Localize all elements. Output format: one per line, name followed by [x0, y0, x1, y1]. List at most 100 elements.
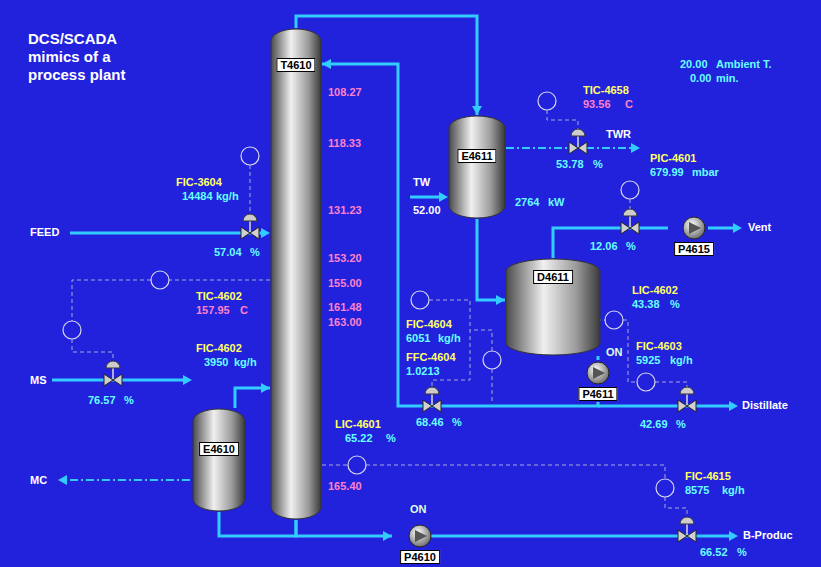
process-value: %: [626, 240, 636, 252]
diagram-graphic: [470, 330, 492, 351]
pump-symbol: P4611: [570, 360, 626, 402]
vessel-body: [506, 259, 600, 355]
diagram-graphic: [411, 291, 429, 309]
vessel-symbol: D4611: [505, 258, 601, 356]
process-value: 12.06: [590, 240, 618, 252]
pump-impeller: [593, 367, 605, 379]
process-line: [598, 356, 599, 360]
diagram-graphic: [366, 465, 665, 479]
process-pipe: [235, 388, 270, 408]
process-value: kg/h: [670, 354, 693, 366]
process-value: %: [250, 246, 260, 258]
diagram-graphic: [623, 320, 637, 382]
diagram-graphic: [72, 110, 687, 517]
diagram-graphic: [708, 227, 734, 230]
process-line: [553, 228, 668, 258]
diagram-graphic: [621, 209, 639, 234]
vessel-symbol: E4610: [192, 408, 246, 512]
process-value: FIC-3604: [176, 176, 222, 188]
process-value: 93.56: [583, 98, 611, 110]
equipment-tag: P4610: [400, 550, 440, 564]
pump-symbol: P4615: [668, 215, 720, 257]
diagram-graphic: [492, 369, 493, 404]
pump-casing: [587, 362, 609, 384]
diagram-graphic: [151, 271, 169, 289]
diagram-graphic: [241, 147, 259, 165]
diagram-graphic: [569, 129, 587, 154]
process-value: 14484: [182, 190, 213, 202]
diagram-graphic: [655, 382, 687, 387]
pump-impeller: [689, 222, 701, 234]
diagram-graphic: [72, 280, 151, 321]
process-pipe: [477, 219, 505, 300]
diagram-graphic: [63, 321, 81, 339]
pump-casing: [683, 217, 705, 239]
arrow-head: [496, 295, 505, 305]
diagram-graphic: [72, 339, 113, 361]
process-value: 52.00: [413, 204, 441, 216]
process-value: B-Produc: [743, 529, 793, 541]
diagram-graphic: [678, 517, 696, 542]
process-value: 6051: [406, 332, 430, 344]
diagram-graphic: [598, 405, 730, 408]
diagram-graphic: [52, 197, 734, 536]
process-value: 76.57: [88, 394, 116, 406]
process-value: TW: [413, 176, 430, 188]
process-value: 8575: [685, 484, 709, 496]
process-value: ON: [410, 503, 427, 515]
diagram-graphic: [637, 373, 655, 391]
process-value: 57.04: [214, 246, 242, 258]
diagram-graphic: [729, 531, 738, 541]
process-value: %: [670, 298, 680, 310]
vessel-body: [271, 29, 321, 519]
diagram-graphic: [322, 465, 348, 466]
pump-casing: [409, 525, 431, 547]
process-value: Distillate: [742, 399, 788, 411]
process-value: FIC-4602: [196, 342, 242, 354]
vessel-graphic: [448, 115, 506, 219]
process-value: LIC-4602: [632, 284, 678, 296]
process-pipe: [597, 356, 600, 360]
diagram-graphic: [656, 479, 674, 497]
equipment-tag: D4611: [533, 270, 573, 284]
process-value: %: [593, 158, 603, 170]
diagram-graphic: [678, 387, 696, 412]
process-value: FIC-4603: [636, 340, 682, 352]
vessel-symbol: T4610: [270, 28, 322, 520]
vessel-body: [193, 409, 245, 511]
process-value: 161.48: [328, 301, 362, 313]
process-value: 118.33: [328, 137, 361, 149]
process-value: FEED: [30, 226, 59, 238]
process-value: Ambient T.: [716, 58, 772, 70]
screen-title: DCS/SCADA mimics of a process plant: [28, 30, 158, 84]
process-value: C: [625, 98, 633, 110]
process-value: kg/h: [234, 356, 257, 368]
diagram-graphic: [66, 479, 190, 481]
process-value: TIC-4602: [196, 290, 242, 302]
process-line: [296, 520, 392, 541]
process-line: [477, 219, 505, 305]
diagram-graphic: [483, 351, 501, 369]
process-value: 66.52: [700, 546, 728, 558]
vessel-body: [449, 116, 505, 218]
process-value: 3950: [204, 356, 228, 368]
process-value: MC: [30, 474, 47, 486]
process-value: TWR: [606, 128, 631, 140]
process-value: 153.20: [328, 252, 362, 264]
process-value: ON: [606, 346, 623, 358]
diagram-graphic: [104, 361, 122, 386]
process-value: Vent: [748, 221, 771, 233]
process-value: %: [676, 418, 686, 430]
diagram-graphic: [169, 280, 270, 281]
diagram-graphic: [547, 110, 578, 129]
arrow-head: [383, 531, 392, 541]
diagram-graphic: [250, 165, 251, 214]
diagram-graphic: [183, 375, 192, 385]
diagram-graphic: [605, 311, 623, 329]
diagram-graphic: [630, 199, 631, 209]
process-value: kg/h: [216, 190, 239, 202]
equipment-tag: E4610: [199, 442, 239, 456]
process-value: %: [452, 416, 462, 428]
process-value: LIC-4601: [335, 418, 381, 430]
